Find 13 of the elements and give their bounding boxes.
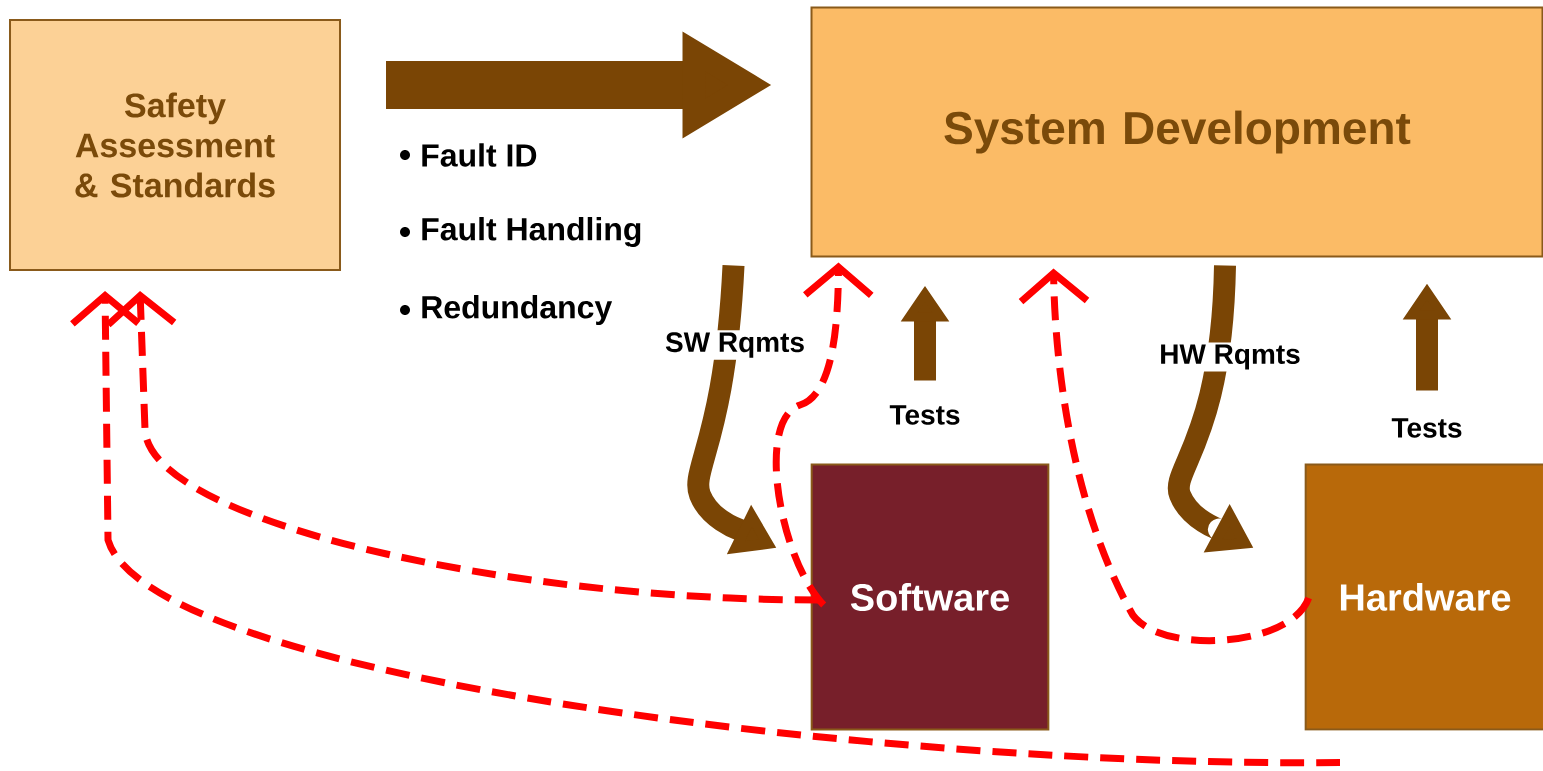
list-item: Fault Handling (422, 217, 641, 247)
list-item: Redundancy (422, 295, 613, 325)
edge-label: HW Rqmts (1157, 342, 1303, 372)
edge-label: Tests (887, 403, 963, 427)
dashed-arrow (1018, 268, 1312, 644)
edge-label: SW Rqmts (663, 330, 807, 360)
list-item: Fault ID (422, 143, 537, 167)
process-box: Safety Assessment & Standards (9, 19, 341, 271)
process-box: Software (810, 463, 1050, 731)
process-box: System Development (810, 6, 1543, 258)
edge-label: Tests (1389, 416, 1465, 440)
dashed-arrow (772, 262, 874, 608)
process-box: Hardware (1304, 463, 1543, 731)
